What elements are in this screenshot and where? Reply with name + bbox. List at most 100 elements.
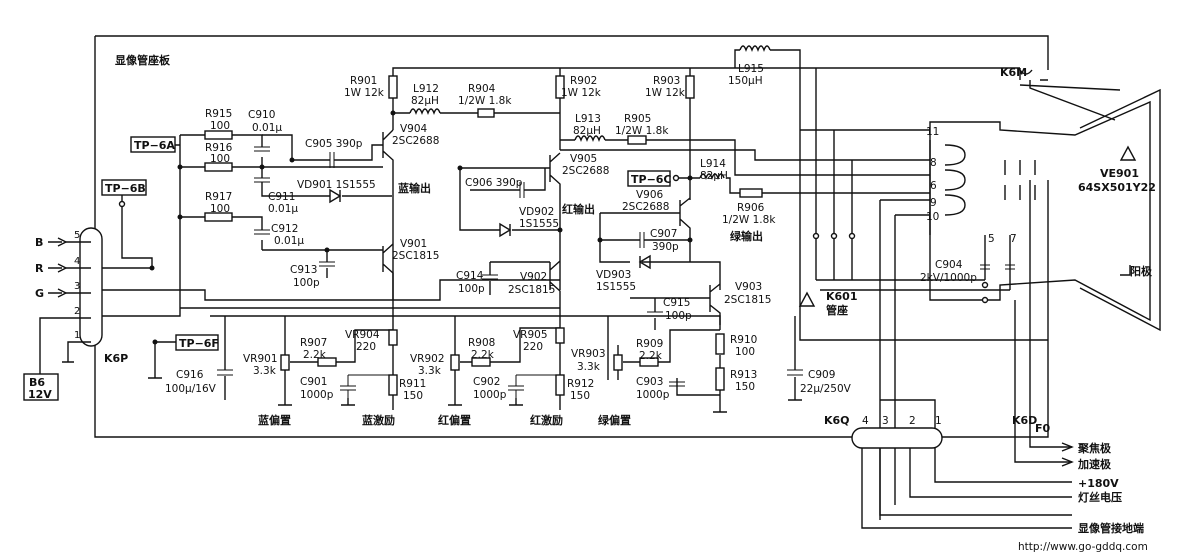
k6d-f0-wires xyxy=(1014,180,1072,463)
f0-label: F0 xyxy=(1035,422,1051,435)
source-url[interactable]: http://www.go-gddq.com xyxy=(1018,541,1148,553)
crt-pin-11: 11 xyxy=(926,126,939,138)
crt-pin-8: 8 xyxy=(930,157,937,169)
r907 xyxy=(317,357,337,367)
v901-value: 2SC1815 xyxy=(392,250,439,262)
v905-base-wires xyxy=(459,167,560,231)
c904-value: 2kV/1000p xyxy=(920,272,977,284)
r901 xyxy=(388,75,398,99)
c912-value: 0.01μ xyxy=(274,235,304,247)
r911-value: 150 xyxy=(403,390,423,402)
r903-value: 1W 12k xyxy=(645,87,686,99)
v902-base-wire xyxy=(489,261,550,295)
vr901-value: 3.3k xyxy=(253,365,277,377)
r910 xyxy=(715,333,725,355)
vr904-pot xyxy=(388,329,398,346)
l915-coil xyxy=(739,45,771,52)
v906-base-wires xyxy=(599,212,721,290)
l912-value: 82μH xyxy=(411,95,439,107)
vd903-diode xyxy=(638,254,651,270)
r912-value: 150 xyxy=(570,390,590,402)
green-output-label: 绿输出 xyxy=(730,229,763,243)
green-bias-label: 绿偏置 xyxy=(598,413,631,427)
accel-label: 加速极 xyxy=(1077,457,1112,471)
crt-bell xyxy=(1079,88,1161,332)
c907-value: 390p xyxy=(652,241,679,253)
r915-917-wires xyxy=(102,134,383,317)
tp-wires xyxy=(102,144,180,269)
crt-warning-icon xyxy=(1119,145,1137,161)
blue-bias-wires xyxy=(284,300,394,410)
r917-value: 100 xyxy=(210,203,230,215)
r903-name: R903 xyxy=(653,75,680,87)
c904-plates xyxy=(980,264,1015,270)
c915-value: 100p xyxy=(665,310,692,322)
input-r-label: R xyxy=(35,262,44,275)
r904 xyxy=(477,108,495,118)
c916-name: C916 xyxy=(176,369,204,381)
r902-name: R902 xyxy=(570,75,597,87)
crt-gun-grids xyxy=(944,144,966,216)
crt-feed-wires xyxy=(560,68,1048,341)
tp-6b-label: TP−6B xyxy=(105,182,146,195)
k6q-wires xyxy=(861,399,1072,529)
c902-cap xyxy=(508,374,560,398)
r908-value: 2.2k xyxy=(471,349,495,361)
c907-plates xyxy=(639,232,645,248)
c914-plates xyxy=(482,274,498,280)
c911-name: C911 xyxy=(268,191,295,203)
c909-name: C909 xyxy=(808,369,835,381)
ground-symbols xyxy=(278,395,727,413)
r911-name: R911 xyxy=(399,378,426,390)
k6p-pin-4: 4 xyxy=(74,256,80,267)
k6p-pin-5: 5 xyxy=(74,230,80,241)
k6m-wire xyxy=(1019,68,1048,81)
l914-value: 82μH xyxy=(700,170,728,182)
r915-value: 100 xyxy=(210,120,230,132)
r909 xyxy=(639,357,659,367)
c914-name: C914 xyxy=(456,270,484,282)
r902-value: 1W 12k xyxy=(561,87,602,99)
k6q-pin-4: 4 xyxy=(862,415,869,427)
c901-value: 1000p xyxy=(300,389,334,401)
vd902-value: 1S1555 xyxy=(519,218,559,230)
r916-value: 100 xyxy=(210,153,230,165)
k6p-pin-1: 1 xyxy=(74,330,80,341)
v906-value: 2SC2688 xyxy=(622,201,669,213)
k6d-label: K6D xyxy=(1012,414,1037,427)
r905-name: R905 xyxy=(624,113,651,125)
crt-outline xyxy=(929,100,1151,322)
c906-plates xyxy=(519,182,525,198)
r907-value: 2.2k xyxy=(303,349,327,361)
blue-drive-label: 蓝激励 xyxy=(362,413,395,427)
red-bias-label: 红偏置 xyxy=(438,413,471,427)
vd901-label: VD901 1S1555 xyxy=(297,179,376,191)
v903-base-wire xyxy=(630,297,710,330)
k6q-connector xyxy=(851,427,943,449)
k6q-pin-1: 1 xyxy=(935,415,942,427)
r913-value: 150 xyxy=(735,381,755,393)
c916-wire xyxy=(148,316,226,400)
tp-6c-box xyxy=(627,170,671,187)
l912-name: L912 xyxy=(413,83,439,95)
v903-name: V903 xyxy=(735,281,762,293)
r907-name: R907 xyxy=(300,337,327,349)
k601-warning-icon xyxy=(798,291,816,307)
r912 xyxy=(555,374,565,396)
tp-6b-box xyxy=(101,179,147,196)
r908-name: R908 xyxy=(468,337,495,349)
v906-name: V906 xyxy=(636,189,664,201)
c913-plates xyxy=(319,261,335,267)
crt-electrodes xyxy=(1004,160,1036,200)
k6p-pin-2: 2 xyxy=(74,306,80,317)
r904-value: 1/2W 1.8k xyxy=(458,95,512,107)
tp-6f-label: TP−6F xyxy=(179,337,219,350)
board-title: 显像管座板 xyxy=(115,53,171,67)
l915-wire xyxy=(734,49,801,68)
vr902-value: 3.3k xyxy=(418,365,442,377)
r901-name: R901 xyxy=(350,75,377,87)
tp-6c-label: TP−6C xyxy=(631,173,672,186)
r916 xyxy=(204,162,233,172)
r916-name: R916 xyxy=(205,142,233,154)
